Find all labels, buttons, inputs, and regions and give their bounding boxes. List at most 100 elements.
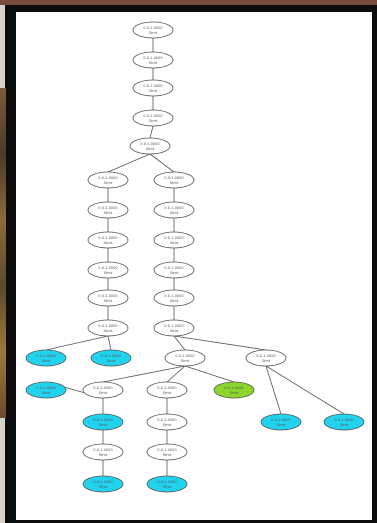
- graph-edge: [107, 153, 151, 173]
- node-ellipse: [87, 171, 129, 189]
- node-ellipse: [146, 475, 188, 493]
- node-label-line2: Stmt: [163, 391, 172, 395]
- node-label-line2: Stmt: [99, 391, 108, 395]
- node-label-line1: 0.0.1.0000: [93, 418, 113, 422]
- node-label-line1: 0.0.1.0000: [140, 142, 160, 146]
- node-ellipse: [323, 413, 365, 431]
- window-top-edge: [0, 0, 377, 5]
- node-ellipse: [153, 171, 195, 189]
- node-ellipse: [87, 201, 129, 219]
- node-label-line2: Stmt: [99, 453, 108, 457]
- node-label-line1: 0.0.1.0000: [98, 176, 118, 180]
- node-label-line1: 0.0.1.0000: [143, 114, 163, 118]
- node-label-line1: 0.0.1.0000: [164, 266, 184, 270]
- graph-edge: [184, 365, 235, 383]
- node-label-line1: 0.0.1.0000: [224, 386, 244, 390]
- node-ellipse: [164, 349, 206, 367]
- node-ellipse: [153, 289, 195, 307]
- node-label-line1: 0.0.1.0000: [101, 354, 121, 358]
- node-label-line1: 0.0.1.0000: [157, 418, 177, 422]
- node-label-line1: 0.0.1.0000: [157, 386, 177, 390]
- node-label-line1: 0.0.1.0000: [98, 266, 118, 270]
- node-ellipse: [87, 289, 129, 307]
- graph-edge: [107, 335, 112, 351]
- node-label-line1: 0.0.1.0000: [98, 206, 118, 210]
- node-label-line2: Stmt: [340, 423, 349, 427]
- node-label-line2: Stmt: [104, 299, 113, 303]
- node-ellipse: [87, 319, 129, 337]
- node-label-line2: Stmt: [262, 359, 271, 363]
- node-ellipse: [90, 349, 132, 367]
- node-label-line1: 0.0.1.0000: [256, 354, 276, 358]
- node-label-line1: 0.0.1.0000: [36, 354, 56, 358]
- node-label-line1: 0.0.1.0000: [93, 386, 113, 390]
- node-label-line2: Stmt: [99, 485, 108, 489]
- graph-edge: [173, 335, 267, 351]
- node-label-line1: 0.0.1.0000: [98, 324, 118, 328]
- node-label-line2: Stmt: [104, 329, 113, 333]
- node-ellipse: [87, 261, 129, 279]
- node-label-line1: 0.0.1.0000: [157, 448, 177, 452]
- node-label-line2: Stmt: [170, 181, 179, 185]
- node-ellipse: [82, 413, 124, 431]
- node-ellipse: [146, 413, 188, 431]
- node-label-line2: Stmt: [149, 31, 158, 35]
- node-label-line2: Stmt: [149, 61, 158, 65]
- node-label-line2: Stmt: [149, 119, 158, 123]
- node-label-line2: Stmt: [181, 359, 190, 363]
- node-label-line2: Stmt: [99, 423, 108, 427]
- graph-edge: [45, 335, 109, 351]
- node-label-line2: Stmt: [104, 211, 113, 215]
- node-label-line2: Stmt: [104, 241, 113, 245]
- node-label-line1: 0.0.1.0000: [98, 236, 118, 240]
- node-ellipse: [146, 443, 188, 461]
- node-label-line1: 0.0.1.0000: [93, 448, 113, 452]
- node-ellipse: [132, 21, 174, 39]
- node-label-line2: Stmt: [277, 423, 286, 427]
- node-ellipse: [132, 109, 174, 127]
- node-ellipse: [146, 381, 188, 399]
- node-label-line1: 0.0.1.0000: [164, 176, 184, 180]
- node-label-line1: 0.0.1.0000: [334, 418, 354, 422]
- node-label-line2: Stmt: [230, 391, 239, 395]
- node-ellipse: [87, 231, 129, 249]
- graph-edge: [149, 125, 154, 139]
- node-label-line1: 0.0.1.0000: [164, 324, 184, 328]
- node-ellipse: [132, 51, 174, 69]
- node-ellipse: [153, 201, 195, 219]
- node-ellipse: [260, 413, 302, 431]
- node-ellipse: [153, 319, 195, 337]
- node-label-line2: Stmt: [163, 453, 172, 457]
- node-label-line1: 0.0.1.0000: [98, 294, 118, 298]
- graph-edge: [166, 365, 186, 383]
- background-strip: [0, 88, 6, 418]
- node-ellipse: [25, 349, 67, 367]
- node-label-line2: Stmt: [170, 211, 179, 215]
- node-label-line1: 0.0.1.0000: [164, 236, 184, 240]
